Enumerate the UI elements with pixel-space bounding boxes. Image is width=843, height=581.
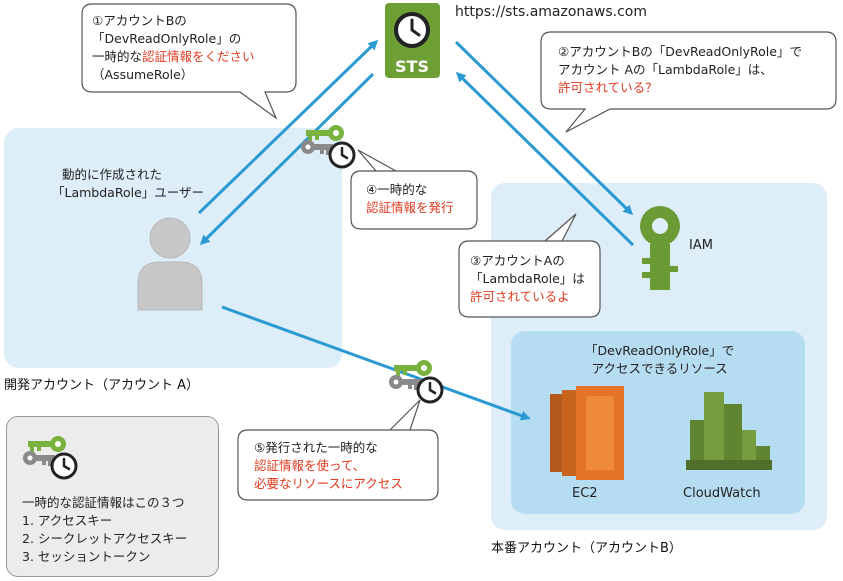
- dev-account-title: 開発アカウント（アカウント A）: [4, 378, 200, 393]
- cloudwatch-label: CloudWatch: [683, 486, 761, 501]
- step3-text: ③アカウントAの 「LambdaRole」は 許可されているよ: [470, 252, 585, 306]
- user-caption: 動的に作成された 「LambdaRole」ユーザー: [52, 166, 204, 202]
- step2-line2: アカウント Aの「LambdaRole」は、: [558, 62, 773, 77]
- step5-line1: ⑤発行された一時的な: [254, 440, 378, 455]
- iam-key-icon: [640, 206, 680, 290]
- temp-credential-icon: [387, 358, 444, 404]
- step3-line1: ③アカウントAの: [470, 253, 565, 268]
- sts-clock-icon: STS: [385, 3, 440, 78]
- step3-line3-red: 許可されているよ: [470, 289, 570, 304]
- step4-text: ④一時的な 認証情報を発行: [366, 181, 454, 217]
- step1-line1: ①アカウントBの: [92, 13, 187, 28]
- user-silhouette-icon: [137, 217, 203, 311]
- temp-credential-icon: [299, 123, 356, 169]
- resources-caption-line2: アクセスできるリソース: [591, 361, 728, 376]
- step2-line1: ②アカウントBの「DevReadOnlyRole」で: [558, 44, 802, 59]
- user-caption-line2: 「LambdaRole」ユーザー: [52, 185, 205, 200]
- arrow-sts-to-iam: [454, 40, 634, 216]
- bubble-step4: [350, 149, 478, 230]
- legend-text: 一時的な認証情報はこの３つ 1. アクセスキー 2. シークレットアクセスキー …: [22, 494, 187, 566]
- arrow-sts-to-user: [199, 72, 375, 246]
- step4-line1: ④一時的な: [366, 182, 428, 197]
- step1-line4: （AssumeRole）: [92, 67, 194, 82]
- legend-title: 一時的な認証情報はこの３つ: [22, 495, 185, 510]
- legend-item: 1. アクセスキー: [22, 513, 113, 528]
- ec2-label: EC2: [572, 486, 598, 501]
- arrow-iam-to-sts: [455, 71, 635, 247]
- cloudwatch-icon: [686, 392, 772, 470]
- temp-credential-icon: [21, 434, 78, 480]
- bubble-step1: [81, 3, 297, 120]
- bubble-step2: [540, 31, 837, 133]
- resources-caption: 「DevReadOnlyRole」で アクセスできるリソース: [585, 342, 734, 378]
- step1-line3-plain: 一時的な: [92, 49, 143, 64]
- resources-caption-line1: 「DevReadOnlyRole」で: [585, 343, 735, 358]
- step1-line2: 「DevReadOnlyRole」の: [92, 31, 242, 46]
- bubble-step3: [458, 213, 601, 318]
- legend-item: 3. セッショントークン: [22, 549, 151, 564]
- prod-account-title: 本番アカウント（アカウントB）: [491, 541, 682, 556]
- step4-line2-red: 認証情報を発行: [366, 200, 454, 215]
- legend-item: 2. シークレットアクセスキー: [22, 531, 188, 546]
- bubble-step5: [237, 399, 439, 501]
- user-caption-line1: 動的に作成された: [62, 167, 163, 182]
- iam-label: IAM: [689, 238, 713, 253]
- step5-line3-red: 必要なリソースにアクセス: [254, 476, 403, 491]
- step1-text: ①アカウントBの 「DevReadOnlyRole」の 一時的な認証情報をくださ…: [92, 12, 255, 84]
- step5-text: ⑤発行された一時的な 認証情報を使って、 必要なリソースにアクセス: [254, 439, 403, 493]
- ec2-icon: [550, 386, 624, 480]
- arrow-user-to-sts: [197, 39, 379, 215]
- step2-text: ②アカウントBの「DevReadOnlyRole」で アカウント Aの「Lamb…: [558, 43, 802, 97]
- step3-line2: 「LambdaRole」は: [470, 271, 585, 286]
- step1-line3-red: 認証情報をください: [142, 49, 255, 64]
- arrow-user-to-resources: [221, 305, 531, 421]
- svg-text:STS: STS: [395, 57, 429, 76]
- step2-line3-red: 許可されている？: [558, 80, 658, 95]
- step1-line3: 一時的な認証情報をください: [92, 48, 255, 66]
- sts-url: https://sts.amazonaws.com: [455, 4, 647, 20]
- step5-line2-red: 認証情報を使って、: [254, 458, 366, 473]
